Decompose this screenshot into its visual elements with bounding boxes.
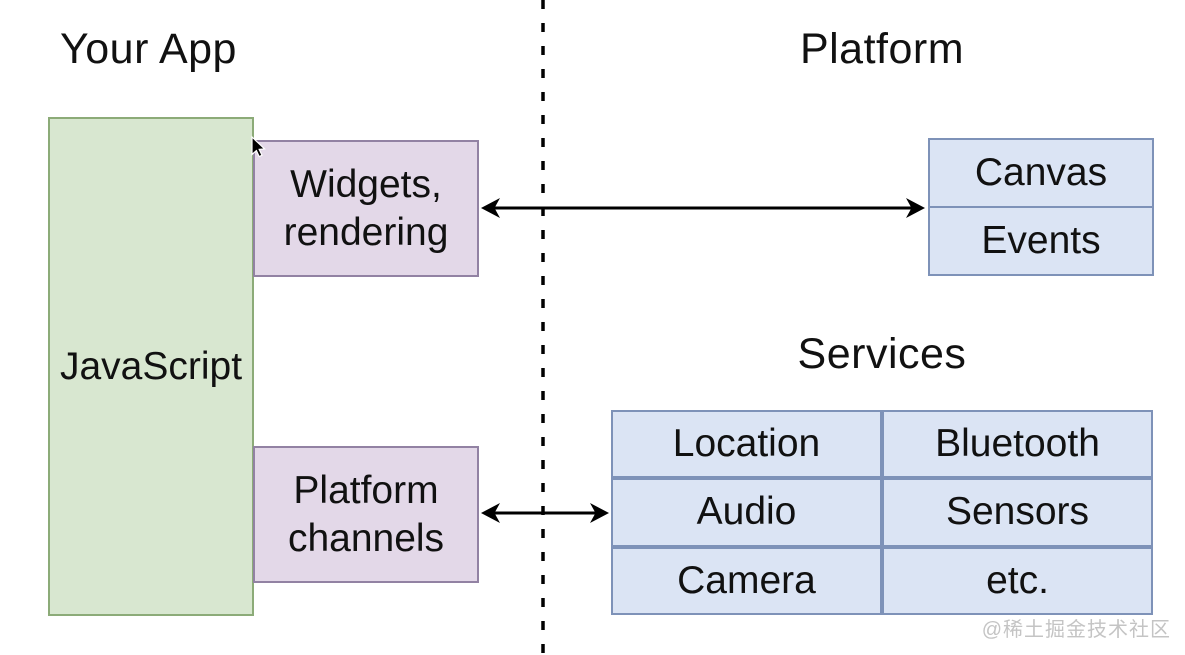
your-app-title: Your App (60, 25, 237, 73)
canvas-cell: Canvas (928, 138, 1154, 208)
widgets-rendering-line1: Widgets, (290, 162, 442, 206)
platform-title: Platform (799, 25, 965, 73)
services-title: Services (797, 330, 967, 378)
services-table: Location Bluetooth Audio Sensors Camera … (611, 410, 1153, 615)
platform-channels-line1: Platform (293, 468, 439, 512)
watermark-text: @稀土掘金技术社区 (981, 619, 1171, 641)
platform-channels-box: Platform channels (253, 446, 479, 583)
events-cell-label: Events (981, 219, 1101, 262)
services-cell-camera: Camera (611, 546, 882, 615)
services-cell-sensors: Sensors (882, 478, 1153, 547)
services-cell-etc: etc. (882, 546, 1153, 615)
services-cell-location: Location (611, 410, 882, 479)
widgets-canvas-arrow (481, 198, 925, 218)
javascript-box: JavaScript (48, 117, 254, 616)
platform-channels-line2: channels (287, 516, 445, 560)
services-cell-audio: Audio (611, 478, 882, 547)
services-cell-bluetooth: Bluetooth (882, 410, 1153, 479)
widgets-rendering-line2: rendering (283, 210, 449, 254)
events-cell: Events (928, 206, 1154, 276)
channels-services-arrow (481, 503, 609, 523)
canvas-cell-label: Canvas (974, 151, 1108, 194)
widgets-rendering-box: Widgets, rendering (253, 140, 479, 277)
javascript-box-label: JavaScript (59, 344, 243, 388)
